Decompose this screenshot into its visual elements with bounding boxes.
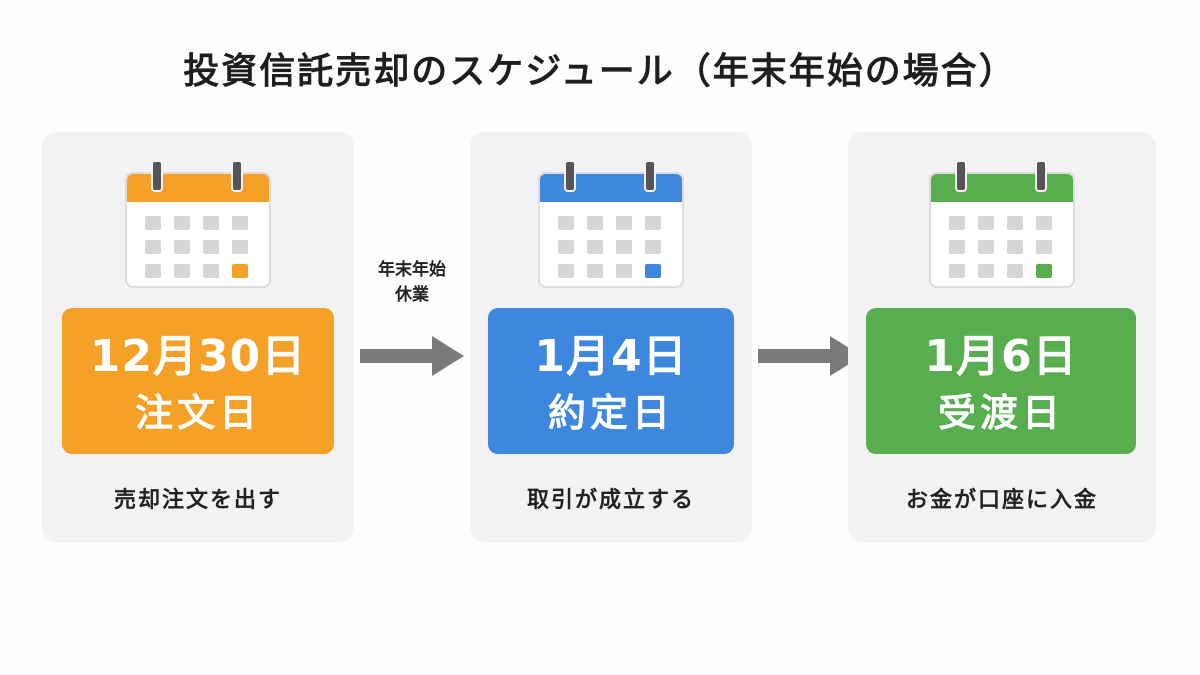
step-label: 受渡日 [937,391,1064,435]
calendar-icon [538,160,684,288]
arrow-right-icon [360,336,464,376]
holiday-note-line1: 年末年始 [378,260,446,280]
holiday-note-line2: 休業 [395,285,429,305]
step-card-order: 12月30日 注文日 売却注文を出す [42,132,354,542]
step-label: 注文日 [134,391,261,435]
step-label: 約定日 [547,391,674,435]
step-date: 12月30日 [89,331,307,382]
calendar-icon [929,160,1075,288]
calendar-icon [125,160,271,288]
date-box-order: 12月30日 注文日 [62,308,334,454]
date-box-execution: 1月4日 約定日 [488,308,734,454]
step-card-execution: 1月4日 約定日 取引が成立する [470,132,752,542]
step-description: 取引が成立する [526,488,695,513]
step-card-settlement: 1月6日 受渡日 お金が口座に入金 [848,132,1156,542]
step-date: 1月4日 [534,331,688,382]
holiday-note: 年末年始 休業 [356,258,468,308]
step-description: 売却注文を出す [113,488,282,513]
step-description: お金が口座に入金 [905,488,1098,513]
page-title: 投資信託売却のスケジュール（年末年始の場合） [183,51,1017,92]
arrow-right-icon [758,336,862,376]
step-date: 1月6日 [924,331,1078,382]
date-box-settlement: 1月6日 受渡日 [866,308,1136,454]
